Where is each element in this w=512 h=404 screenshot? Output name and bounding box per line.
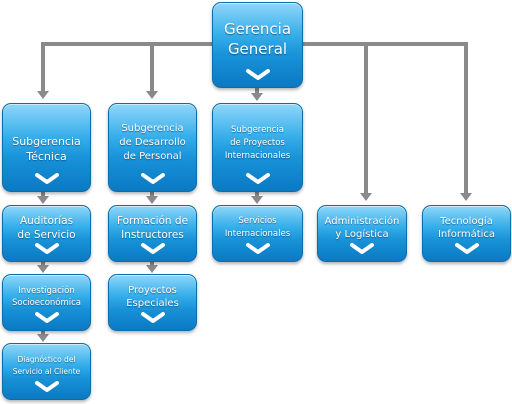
arrow-proyectos-especiales bbox=[146, 265, 158, 273]
node-servicios-line-2: Internacionales bbox=[224, 229, 291, 239]
arrow-servicios bbox=[251, 196, 263, 204]
node-subgerencia-proyectos-internacionales[interactable]: Subgerencia de Proyectos Internacionales bbox=[212, 103, 303, 192]
node-gerencia-general-line-1: Gerencia bbox=[223, 20, 292, 38]
chevron-down-icon bbox=[34, 381, 60, 393]
arrow-investigacion bbox=[37, 265, 49, 273]
node-tecnologia-line-1: Tecnología bbox=[440, 216, 493, 227]
node-formacion-instructores[interactable]: Formación de Instructores bbox=[108, 205, 197, 262]
node-subgerencia-tecnica[interactable]: Subgerencia Técnica bbox=[2, 103, 91, 192]
node-auditorias-servicio[interactable]: Auditorías de Servicio bbox=[2, 205, 91, 262]
node-gerencia-general-line-2: General bbox=[227, 40, 288, 58]
node-tecnologia-informatica[interactable]: Tecnología Informática bbox=[422, 205, 511, 262]
chevron-down-icon bbox=[140, 243, 166, 255]
node-subgerencia-tecnica-line-2: Técnica bbox=[26, 150, 67, 163]
node-subgerencia-desarrollo-line-1: Subgerencia bbox=[121, 123, 184, 134]
node-subgerencia-proyectos-line-2: de Proyectos bbox=[230, 137, 285, 148]
arrow-auditorias bbox=[37, 196, 49, 204]
chevron-down-icon bbox=[34, 173, 60, 185]
chevron-down-icon bbox=[34, 312, 60, 324]
chevron-down-icon bbox=[34, 243, 60, 255]
node-servicios-line-1: Servicios bbox=[238, 216, 277, 226]
node-tecnologia-line-2: Informática bbox=[437, 229, 496, 240]
node-administracion-line-2: y Logística bbox=[335, 229, 389, 240]
node-diagnostico-line-1: Diagnóstico del bbox=[17, 355, 76, 364]
chevron-down-icon bbox=[245, 173, 271, 185]
node-administracion-line-1: Administración bbox=[324, 216, 400, 227]
arrow-formacion bbox=[146, 196, 158, 204]
chevron-down-icon bbox=[140, 173, 166, 185]
node-formacion-line-1: Formación de bbox=[116, 215, 189, 227]
node-subgerencia-desarrollo-line-3: de Personal bbox=[123, 151, 182, 162]
arrow-diagnostico bbox=[37, 334, 49, 342]
arrow-tecnologia bbox=[460, 193, 472, 201]
arrow-subgerencia-tecnica bbox=[37, 91, 49, 99]
node-investigacion-line-2: Socioeconómica bbox=[11, 298, 82, 308]
node-auditorias-line-2: de Servicio bbox=[17, 229, 76, 241]
node-subgerencia-desarrollo-line-2: de Desarrollo bbox=[119, 137, 186, 148]
chevron-down-icon bbox=[349, 243, 375, 255]
node-proyectos-especiales-line-2: Especiales bbox=[126, 298, 179, 309]
node-administracion-logistica[interactable]: Administración y Logística bbox=[317, 205, 407, 262]
node-subgerencia-tecnica-line-1: Subgerencia bbox=[12, 135, 81, 148]
node-investigacion-line-1: Investigación bbox=[18, 286, 75, 296]
chevron-down-icon bbox=[245, 243, 271, 255]
arrow-subgerencia-proyectos bbox=[251, 93, 263, 101]
chevron-down-icon bbox=[245, 69, 271, 81]
node-proyectos-especiales-line-1: Proyectos bbox=[128, 285, 177, 296]
node-subgerencia-proyectos-line-1: Subgerencia bbox=[231, 124, 284, 135]
node-auditorias-line-1: Auditorías bbox=[19, 215, 74, 227]
node-proyectos-especiales[interactable]: Proyectos Especiales bbox=[108, 274, 197, 331]
node-investigacion-socioeconomica[interactable]: Investigación Socioeconómica bbox=[2, 274, 91, 331]
chevron-down-icon bbox=[140, 312, 166, 324]
node-subgerencia-proyectos-line-3: Internacionales bbox=[224, 150, 291, 161]
node-diagnostico-servicio-cliente[interactable]: Diagnóstico del Servicio al Cliente bbox=[2, 343, 91, 400]
node-formacion-line-2: Instructores bbox=[121, 229, 184, 241]
node-diagnostico-line-2: Servicio al Cliente bbox=[12, 367, 81, 376]
arrow-subgerencia-desarrollo bbox=[146, 91, 158, 99]
node-servicios-internacionales[interactable]: Servicios Internacionales bbox=[212, 205, 303, 262]
chevron-down-icon bbox=[454, 243, 480, 255]
node-gerencia-general[interactable]: Gerencia General bbox=[212, 2, 303, 88]
arrow-administracion bbox=[360, 193, 372, 201]
node-subgerencia-desarrollo-personal[interactable]: Subgerencia de Desarrollo de Personal bbox=[108, 103, 197, 192]
